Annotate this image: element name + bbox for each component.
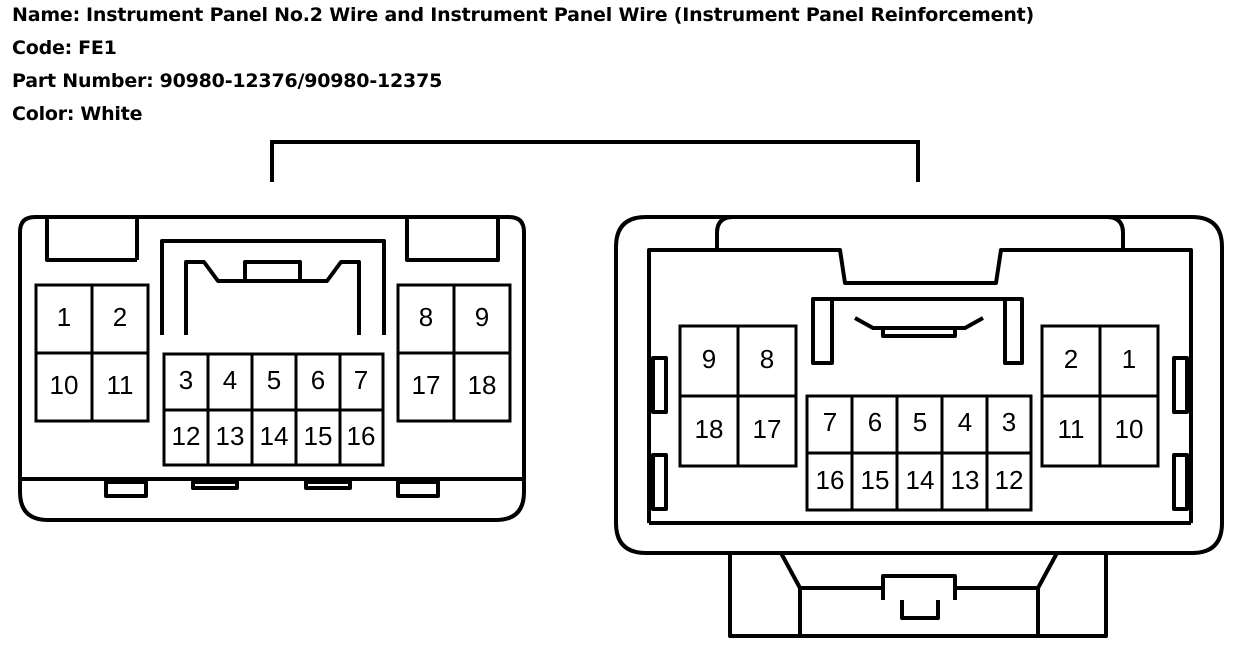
pin-number: 8 (419, 302, 433, 332)
right-cavities (678, 324, 1160, 512)
right-block-1-cell (736, 394, 798, 468)
pin-number: 16 (347, 421, 376, 451)
pin-number: 11 (107, 370, 134, 400)
left-cavities (34, 283, 512, 467)
pin-number: 2 (113, 302, 127, 332)
right-block-2-cell (985, 451, 1033, 512)
pin-number: 6 (311, 365, 325, 395)
pin-number: 18 (468, 370, 497, 400)
code-label: Code: (12, 37, 73, 59)
pin-number: 3 (179, 365, 193, 395)
pin-number: 16 (816, 465, 845, 495)
pin-number: 5 (267, 365, 281, 395)
name-value: Instrument Panel No.2 Wire and Instrumen… (86, 4, 1035, 26)
name-line: Name:Instrument Panel No.2 Wire and Inst… (12, 0, 1242, 33)
pin-number: 2 (1064, 344, 1078, 374)
pin-number: 18 (695, 414, 724, 444)
left-block-3-cell (452, 351, 512, 423)
right-block-3-cell (1098, 394, 1160, 468)
pin-number: 15 (304, 421, 333, 451)
pin-number: 7 (354, 365, 368, 395)
pin-number: 7 (823, 407, 837, 437)
pin-number: 4 (223, 365, 237, 395)
pin-number: 10 (1115, 414, 1144, 444)
part-number-label: Part Number: (12, 70, 154, 92)
pin-number: 1 (57, 302, 71, 332)
part-number-line: Part Number:90980-12376/90980-12375 (12, 66, 1242, 99)
pin-number: 1 (1122, 344, 1136, 374)
connector-info: Name:Instrument Panel No.2 Wire and Inst… (12, 0, 1242, 132)
pin-number: 6 (868, 407, 882, 437)
pin-number: 13 (216, 421, 245, 451)
part-number-value: 90980-12376/90980-12375 (159, 70, 443, 92)
pin-number: 11 (1058, 414, 1085, 444)
color-line: Color:White (12, 99, 1242, 132)
pin-number: 4 (958, 407, 972, 437)
right-connector-body (614, 215, 1224, 638)
left-block-1-cell (90, 351, 150, 423)
pin-number: 15 (861, 465, 890, 495)
pin-number: 12 (995, 465, 1024, 495)
left-block-2-cell (338, 408, 385, 467)
color-value: White (80, 103, 143, 125)
pairing-bracket (270, 140, 920, 182)
pin-number: 9 (475, 302, 489, 332)
pin-number: 9 (702, 344, 716, 374)
pin-number: 3 (1002, 407, 1016, 437)
pin-number: 17 (412, 370, 441, 400)
pin-number: 8 (760, 344, 774, 374)
pin-number: 5 (913, 407, 927, 437)
pin-number: 14 (906, 465, 935, 495)
name-label: Name: (12, 4, 81, 26)
pin-number: 13 (951, 465, 980, 495)
code-line: Code:FE1 (12, 33, 1242, 66)
pin-number: 10 (50, 370, 79, 400)
pin-number: 12 (172, 421, 201, 451)
color-label: Color: (12, 103, 75, 125)
left-connector-body (18, 215, 526, 522)
code-value: FE1 (78, 37, 117, 59)
pin-number: 17 (753, 414, 782, 444)
pin-number: 14 (260, 421, 289, 451)
